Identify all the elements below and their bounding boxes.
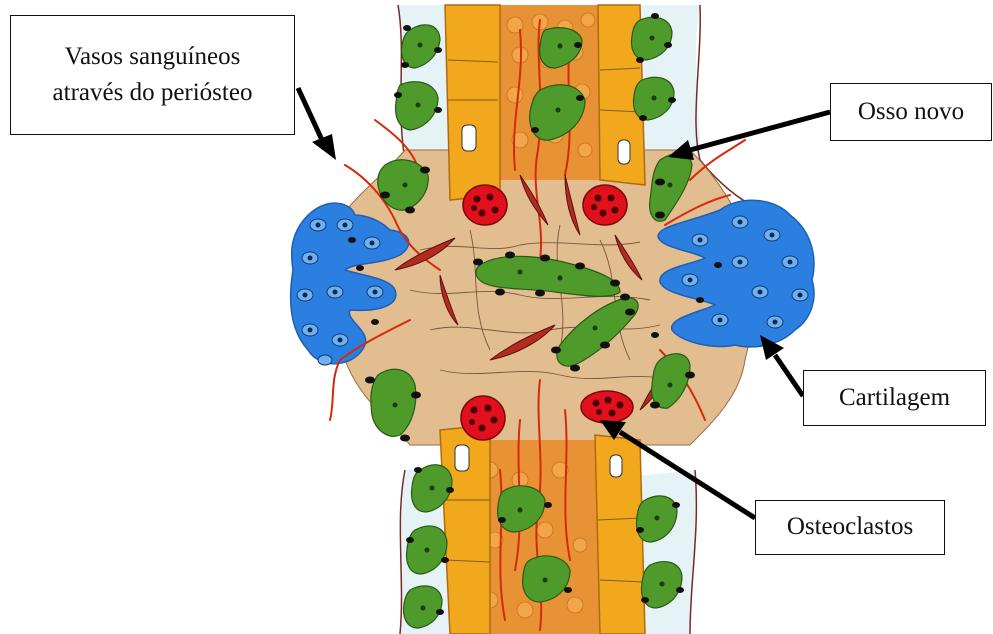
label-vessels: Vasos sanguíneos através do periósteo bbox=[10, 15, 295, 135]
arrow-vessels-head bbox=[312, 134, 336, 160]
arrow-cartilage bbox=[775, 355, 803, 396]
arrow-vessels bbox=[298, 88, 322, 140]
label-osteoclasts: Osteoclastos bbox=[755, 500, 945, 555]
label-cartilage-text: Cartilagem bbox=[839, 380, 950, 416]
label-vessels-line2: através do periósteo bbox=[53, 75, 253, 111]
label-cartilage: Cartilagem bbox=[803, 370, 986, 426]
arrow-new-bone bbox=[690, 112, 830, 150]
label-osteoclasts-text: Osteoclastos bbox=[787, 509, 913, 545]
label-new-bone-text: Osso novo bbox=[858, 94, 964, 130]
label-new-bone: Osso novo bbox=[830, 83, 992, 141]
label-vessels-line1: Vasos sanguíneos bbox=[65, 39, 241, 75]
